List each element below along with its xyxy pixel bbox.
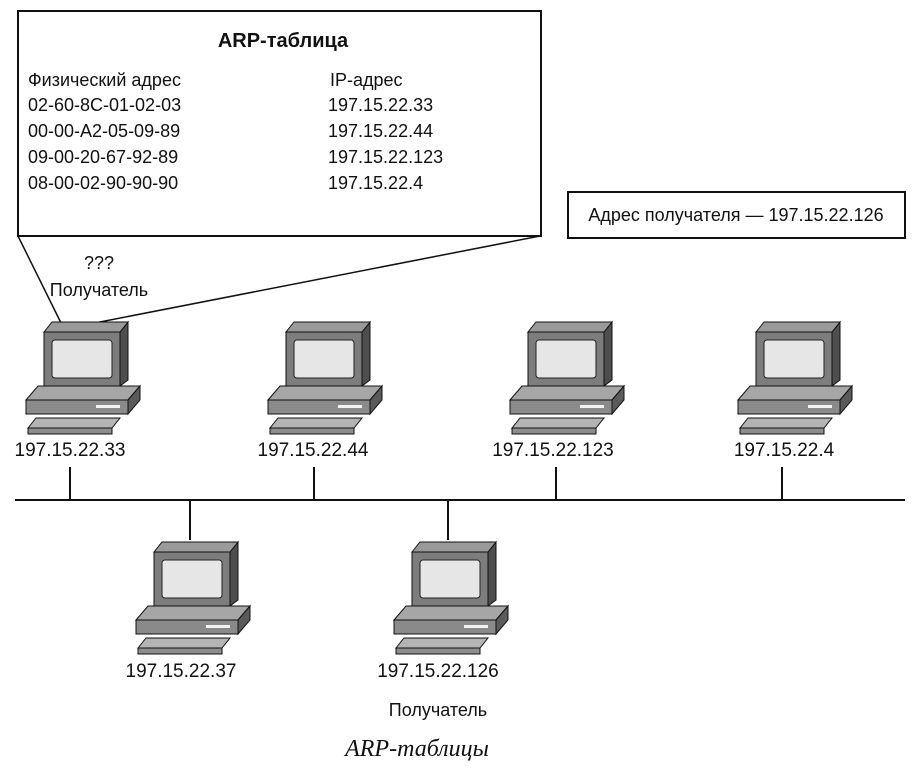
receiver-label-top: Получатель: [50, 280, 148, 300]
arp-row-ip: 197.15.22.4: [328, 173, 423, 193]
computer-icon: [25, 321, 141, 435]
arp-row-ip: 197.15.22.33: [328, 95, 433, 115]
computer-icon: [135, 541, 251, 655]
drop-lines: [69, 467, 783, 540]
destination-address-box: Адрес получателя — 197.15.22.126: [567, 191, 906, 239]
arp-row-mac: 09-00-20-67-92-89: [28, 147, 178, 167]
computer-icon: [393, 541, 509, 655]
arp-row-mac: 08-00-02-90-90-90: [28, 173, 178, 193]
host-ip-label: 197.15.22.33: [15, 440, 126, 461]
arp-table-box: ARP-таблица Физический адрес IP-адрес 02…: [16, 10, 542, 330]
host-ip-label: 197.15.22.37: [126, 661, 237, 682]
receiver-label-bottom: Получатель: [389, 700, 487, 720]
column-header-ip: IP-адрес: [330, 70, 403, 90]
arp-row-ip: 197.15.22.44: [328, 121, 433, 141]
host-ip-label: 197.15.22.123: [492, 440, 614, 461]
computer-icon: [737, 321, 853, 435]
arp-row-mac: 02-60-8C-01-02-03: [28, 95, 181, 115]
figure-caption: ARP-таблицы: [343, 736, 489, 762]
column-header-physical: Физический адрес: [28, 70, 181, 90]
arp-table-title: ARP-таблица: [218, 30, 349, 52]
host-ip-label: 197.15.22.126: [377, 661, 499, 682]
arp-table-frame: [17, 10, 542, 237]
arp-row-mac: 00-00-A2-05-09-89: [28, 121, 180, 141]
destination-address-text: Адрес получателя — 197.15.22.126: [588, 205, 883, 225]
host-ip-label: 197.15.22.44: [258, 440, 369, 461]
host-ip-label: 197.15.22.4: [734, 440, 835, 461]
computer-icon: [509, 321, 625, 435]
computer-icon: [267, 321, 383, 435]
unknown-marker: ???: [84, 253, 114, 273]
arp-row-ip: 197.15.22.123: [328, 147, 443, 167]
